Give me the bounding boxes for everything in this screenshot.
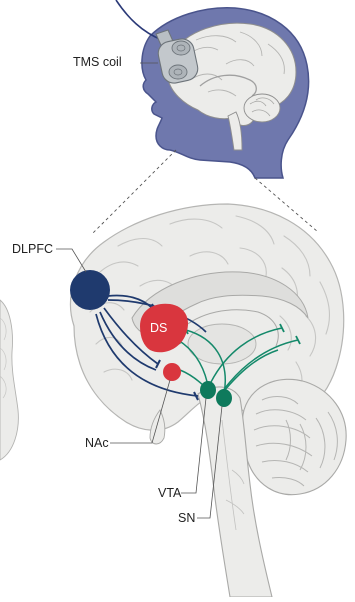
vta-label: VTA	[158, 486, 182, 500]
cerebellum	[242, 379, 346, 494]
sn-label: SN	[178, 511, 195, 525]
vta-node	[200, 381, 216, 399]
dlpfc-label: DLPFC	[12, 242, 53, 256]
inset-cerebellum	[244, 94, 280, 122]
left-partial-structure	[0, 300, 18, 460]
nac-label: NAc	[85, 436, 109, 450]
sagittal-brain	[0, 204, 346, 597]
nac-node	[163, 363, 181, 381]
ds-label: DS	[150, 321, 167, 335]
tms-coil-label: TMS coil	[73, 55, 122, 69]
thalamus	[188, 324, 256, 364]
dlpfc-node	[70, 270, 110, 310]
sn-node	[216, 389, 232, 407]
head-inset: TMS coil	[73, 0, 309, 178]
